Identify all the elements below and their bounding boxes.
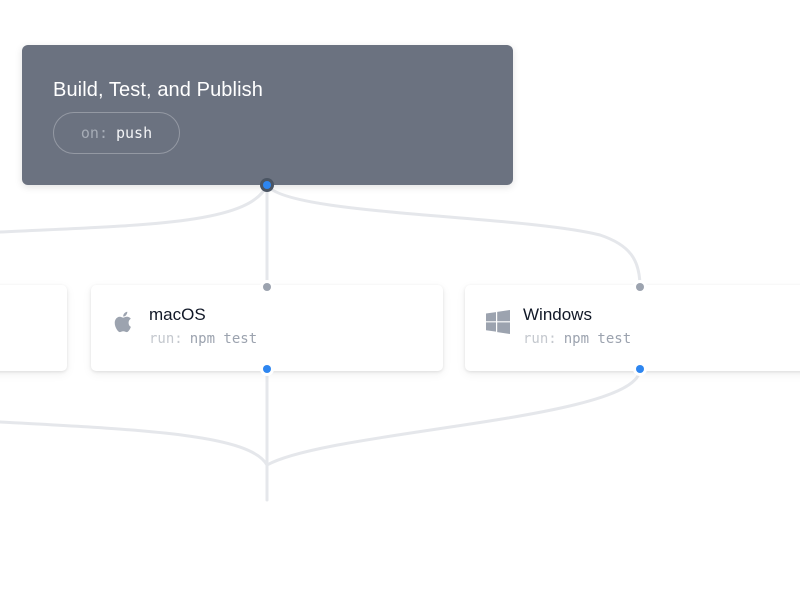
connector-left-job-to-merge (0, 420, 269, 467)
command-key: run: (523, 331, 557, 347)
job-command: run: npm test (149, 331, 257, 347)
command-value: npm test (189, 331, 258, 347)
windows-icon (485, 309, 511, 335)
job-card-offscreen[interactable] (0, 285, 67, 371)
job-command: run: npm test (523, 331, 631, 347)
apple-icon (111, 309, 137, 335)
connector-trigger-to-windows (265, 183, 642, 289)
trigger-key: on: (80, 124, 108, 142)
job-card-macos[interactable]: macOS run: npm test (91, 285, 443, 371)
macos-output-port[interactable] (260, 362, 274, 376)
trigger-output-port[interactable] (260, 178, 274, 192)
trigger-value: push (115, 124, 153, 142)
job-title: macOS (149, 305, 206, 324)
trigger-pill: on: push (53, 112, 180, 154)
connector-windows-to-merge (265, 367, 642, 467)
command-key: run: (149, 331, 183, 347)
macos-input-port[interactable] (260, 280, 274, 294)
job-card-windows[interactable]: Windows run: npm test (465, 285, 800, 371)
windows-output-port[interactable] (633, 362, 647, 376)
connector-trigger-to-left-job (0, 183, 269, 234)
command-value: npm test (563, 331, 632, 347)
windows-input-port[interactable] (633, 280, 647, 294)
job-title: Windows (523, 305, 592, 324)
workflow-title: Build, Test, and Publish (53, 79, 263, 101)
workflow-trigger-card[interactable]: Build, Test, and Publish on: push (22, 45, 513, 185)
